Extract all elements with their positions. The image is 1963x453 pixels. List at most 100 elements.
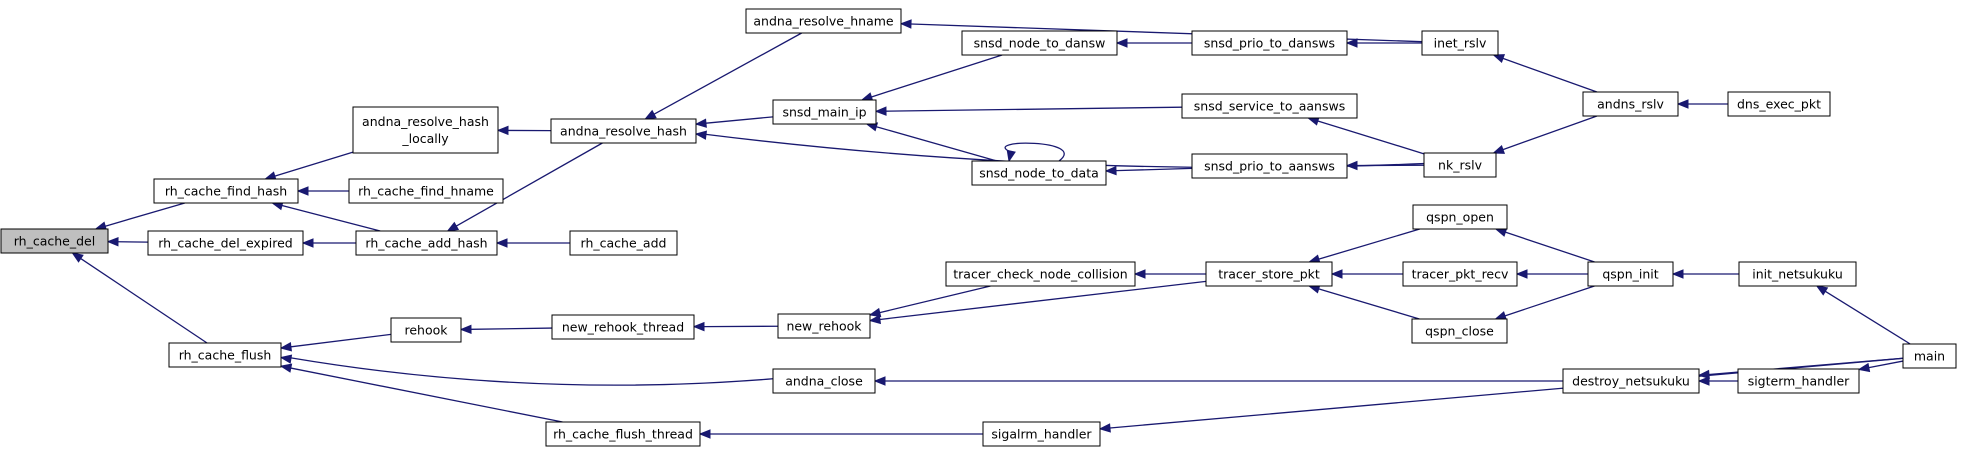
node-box bbox=[772, 99, 877, 125]
node-box bbox=[1727, 91, 1831, 117]
node-label: inet_rslv bbox=[1434, 36, 1487, 51]
edge-init_netsukuku-to-qspn_init bbox=[1671, 269, 1739, 279]
node-andna-resolve-hash[interactable]: andna_resolve_hash bbox=[550, 118, 697, 144]
edge-arrowhead bbox=[874, 106, 887, 116]
node-label: rh_cache_find_hname bbox=[358, 184, 494, 199]
node-rh-cache-del-expired[interactable]: rh_cache_del_expired bbox=[147, 230, 304, 256]
node-qspn-open[interactable]: qspn_open bbox=[1412, 204, 1508, 230]
node-box bbox=[545, 421, 701, 447]
edge-line bbox=[1115, 167, 1193, 172]
node-box bbox=[1191, 30, 1348, 56]
edge-andna_resolve_hash_locally-to-rh_cache_find_hash bbox=[263, 151, 354, 181]
edge-arrowhead bbox=[1330, 269, 1343, 279]
node-box bbox=[1205, 261, 1333, 287]
node-box bbox=[745, 8, 902, 34]
node-label: qspn_close bbox=[1425, 324, 1494, 339]
node-andns-rslv[interactable]: andns_rslv bbox=[1582, 91, 1679, 117]
edge-line bbox=[290, 367, 563, 423]
node-dns-exec-pkt[interactable]: dns_exec_pkt bbox=[1727, 91, 1831, 117]
edge-arrowhead bbox=[459, 324, 472, 335]
node-main[interactable]: main bbox=[1902, 343, 1957, 369]
edge-arrowhead bbox=[296, 186, 309, 196]
node-new-rehook-thread[interactable]: new_rehook_thread bbox=[551, 314, 695, 340]
edge-arrowhead bbox=[1671, 269, 1684, 279]
node-tracer-store-pkt[interactable]: tracer_store_pkt bbox=[1205, 261, 1333, 287]
edge-arrowhead bbox=[644, 109, 657, 120]
node-andna-resolve-hash-locally[interactable]: andna_resolve_hash_locally bbox=[352, 106, 499, 154]
node-box bbox=[1421, 30, 1499, 56]
edge-andna_close-to-rh_cache_flush bbox=[279, 354, 774, 386]
node-label: rh_cache_del_expired bbox=[158, 236, 292, 251]
node-rh-cache-flush-thread[interactable]: rh_cache_flush_thread bbox=[545, 421, 701, 447]
edge-arrowhead bbox=[1515, 269, 1528, 279]
node-label: rh_cache_add_hash bbox=[365, 236, 487, 251]
node-destroy-netsukuku[interactable]: destroy_netsukuku bbox=[1562, 368, 1700, 394]
edge-new_rehook-to-new_rehook_thread bbox=[692, 321, 779, 332]
node-label: snsd_node_to_data bbox=[979, 166, 1099, 181]
node-box bbox=[1587, 261, 1674, 287]
edge-arrowhead bbox=[1492, 145, 1506, 154]
edge-rh_cache_flush-to-rh_cache_del bbox=[71, 252, 208, 344]
node-rh-cache-find-hash[interactable]: rh_cache_find_hash bbox=[153, 178, 299, 204]
node-snsd-node-to-data[interactable]: snsd_node_to_data bbox=[971, 160, 1107, 186]
node-box bbox=[1902, 343, 1957, 369]
edge-arrowhead bbox=[873, 376, 886, 386]
node-label: andna_resolve_hname bbox=[753, 14, 894, 29]
edge-tracer_pkt_recv-to-tracer_store_pkt bbox=[1330, 269, 1403, 279]
node-label: rh_cache_flush_thread bbox=[553, 427, 693, 442]
node-tracer-pkt-recv[interactable]: tracer_pkt_recv bbox=[1402, 261, 1518, 287]
edge-arrowhead bbox=[698, 429, 711, 439]
node-andna-close[interactable]: andna_close bbox=[772, 368, 876, 394]
edge-tracer_store_pkt-to-tracer_check_node_collision bbox=[1133, 269, 1206, 279]
node-rehook[interactable]: rehook bbox=[390, 317, 462, 343]
node-snsd-main-ip[interactable]: snsd_main_ip bbox=[772, 99, 877, 125]
node-label: new_rehook bbox=[786, 319, 862, 334]
node-box bbox=[1191, 153, 1348, 179]
edge-line bbox=[290, 357, 774, 386]
node-label: qspn_open bbox=[1426, 210, 1494, 225]
edge-line bbox=[1504, 285, 1595, 317]
edge-line bbox=[1004, 142, 1065, 162]
edge-arrowhead bbox=[1857, 362, 1871, 373]
node-box bbox=[550, 118, 697, 144]
node-tracer-check-node-collision[interactable]: tracer_check_node_collision bbox=[945, 261, 1136, 287]
node-sigterm-handler[interactable]: sigterm_handler bbox=[1737, 368, 1860, 394]
node-box bbox=[982, 421, 1101, 447]
node-rh-cache-add[interactable]: rh_cache_add bbox=[569, 230, 678, 256]
node-snsd-prio-to-dansws[interactable]: snsd_prio_to_dansws bbox=[1191, 30, 1348, 56]
edge-line bbox=[885, 106, 1183, 112]
edge-snsd_node_to_data-to-snsd_main_ip bbox=[865, 122, 997, 162]
node-sigalrm-handler[interactable]: sigalrm_handler bbox=[982, 421, 1101, 447]
edge-arrowhead bbox=[1697, 369, 1710, 380]
node-snsd-service-to-aansws[interactable]: snsd_service_to_aansws bbox=[1181, 93, 1358, 119]
edge-arrowhead bbox=[899, 19, 912, 29]
edge-arrowhead bbox=[495, 238, 508, 248]
node-nk-rslv[interactable]: nk_rslv bbox=[1423, 152, 1497, 178]
node-rh-cache-find-hname[interactable]: rh_cache_find_hname bbox=[348, 178, 504, 204]
node-box bbox=[153, 178, 299, 204]
node-rh-cache-add-hash[interactable]: rh_cache_add_hash bbox=[355, 230, 498, 256]
edge-qspn_init-to-qspn_close bbox=[1494, 285, 1595, 321]
node-box bbox=[569, 230, 678, 256]
edge-arrowhead bbox=[1815, 285, 1829, 296]
edge-line bbox=[1824, 290, 1911, 345]
node-label: qspn_init bbox=[1602, 267, 1658, 282]
node-box bbox=[147, 230, 304, 256]
node-label: sigalrm_handler bbox=[991, 427, 1092, 442]
node-rh-cache-del[interactable]: rh_cache_del bbox=[0, 228, 109, 254]
edge-arrowhead bbox=[1006, 149, 1016, 163]
node-andna-resolve-hname[interactable]: andna_resolve_hname bbox=[745, 8, 902, 34]
node-label: snsd_prio_to_aansws bbox=[1204, 159, 1335, 174]
node-snsd-node-to-dansw[interactable]: snsd_node_to_dansw bbox=[961, 30, 1118, 56]
edge-line bbox=[455, 142, 603, 227]
node-qspn-init[interactable]: qspn_init bbox=[1587, 261, 1674, 287]
node-label: rh_cache_del bbox=[14, 234, 95, 249]
node-qspn-close[interactable]: qspn_close bbox=[1411, 318, 1508, 344]
node-label: _locally bbox=[401, 131, 449, 146]
node-snsd-prio-to-aansws[interactable]: snsd_prio_to_aansws bbox=[1191, 153, 1348, 179]
node-inet-rslv[interactable]: inet_rslv bbox=[1421, 30, 1499, 56]
node-new-rehook[interactable]: new_rehook bbox=[777, 313, 871, 339]
node-init-netsukuku[interactable]: init_netsukuku bbox=[1738, 261, 1857, 287]
node-rh-cache-flush[interactable]: rh_cache_flush bbox=[168, 342, 282, 368]
